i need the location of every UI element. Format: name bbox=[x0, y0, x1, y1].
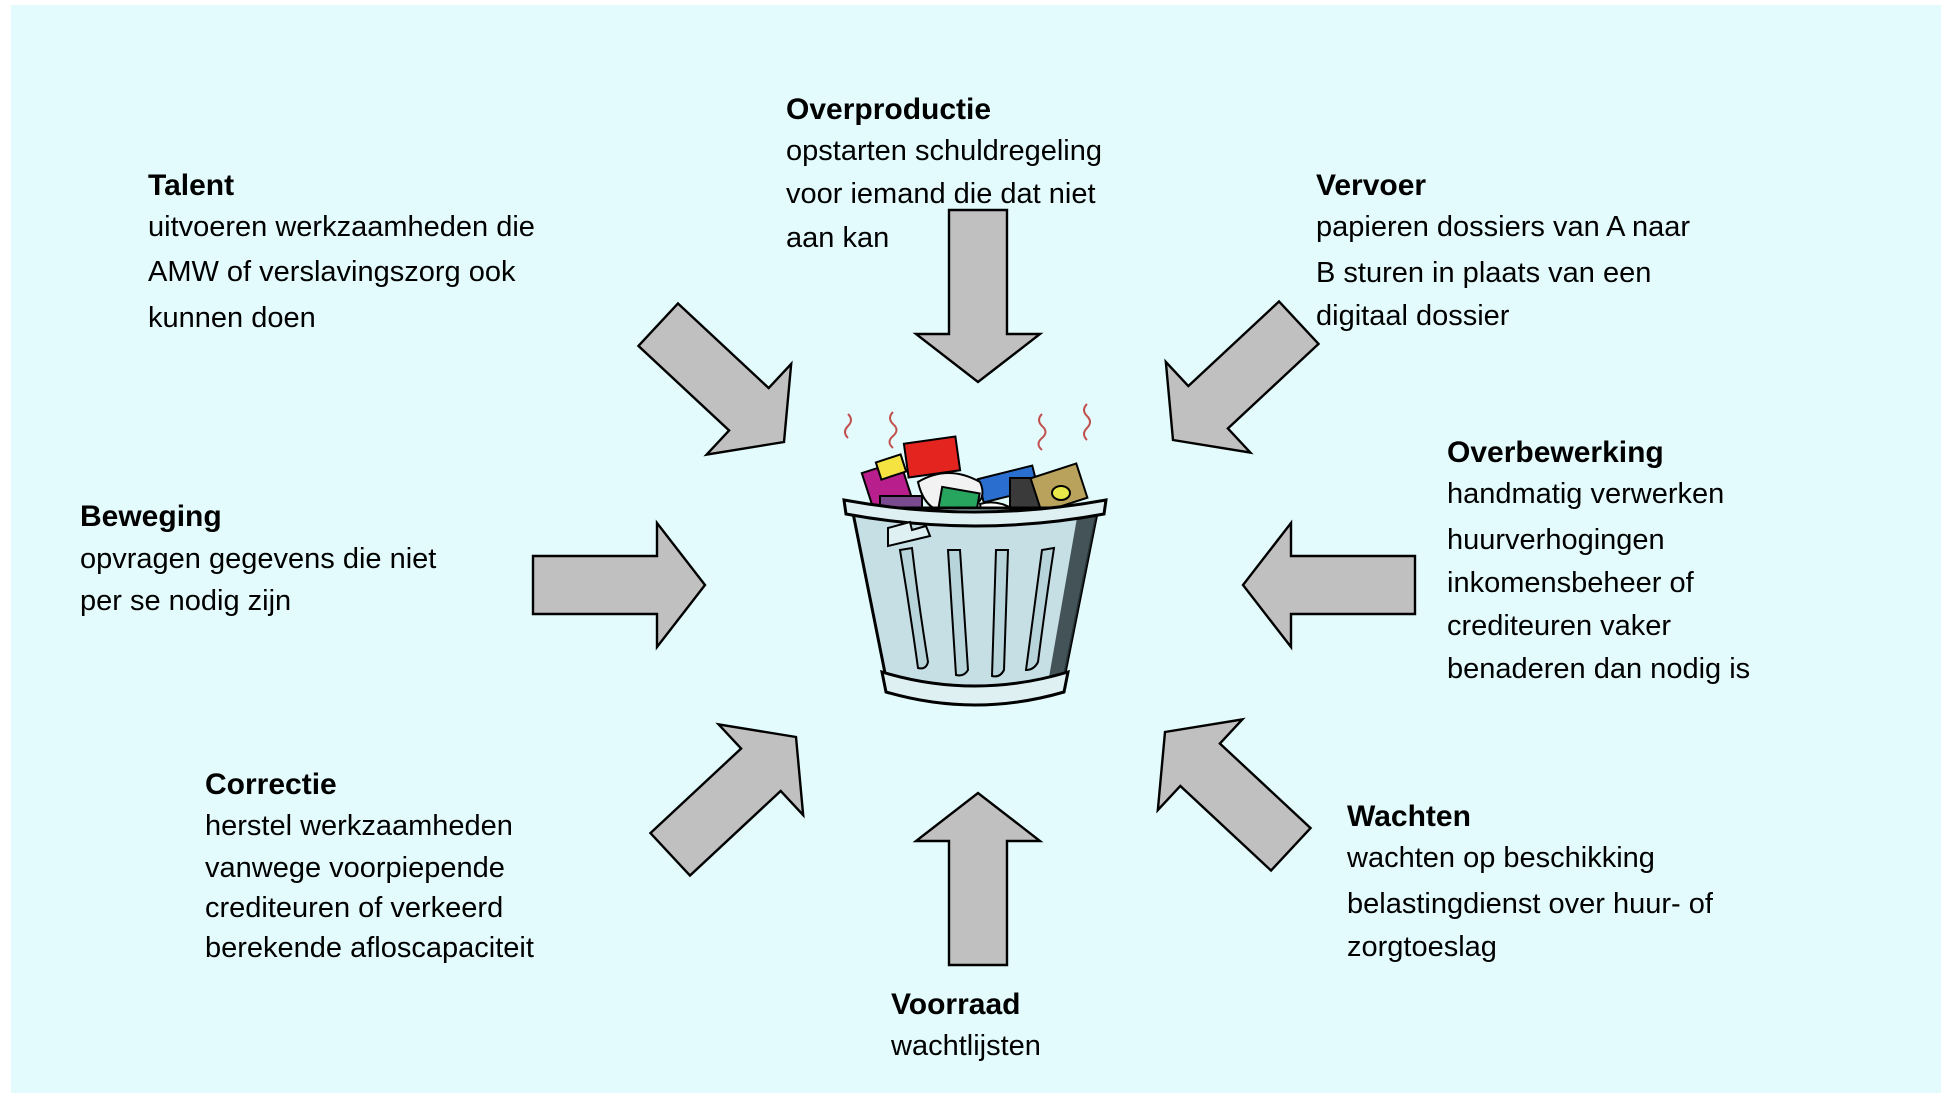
arrow-overbewerking bbox=[1241, 521, 1417, 649]
block-title: Correctie bbox=[205, 768, 337, 801]
block-talent: Talent uitvoeren werkzaamheden die AMW o… bbox=[148, 167, 535, 341]
block-line: AMW of verslavingszorg ook bbox=[148, 256, 516, 288]
block-line: opstarten schuldregeling bbox=[786, 135, 1102, 167]
block-line: zorgtoeslag bbox=[1347, 931, 1497, 963]
block-beweging: Beweging opvragen gegevens die niet per … bbox=[80, 498, 436, 620]
block-line: huurverhogingen bbox=[1447, 524, 1665, 556]
block-line: digitaal dossier bbox=[1316, 300, 1510, 332]
block-line: per se nodig zijn bbox=[80, 585, 292, 617]
block-line: kunnen doen bbox=[148, 302, 316, 334]
block-title: Beweging bbox=[80, 500, 222, 533]
block-title: Talent bbox=[148, 169, 235, 202]
block-title: Vervoer bbox=[1316, 169, 1427, 202]
block-line: aan kan bbox=[786, 222, 890, 254]
arrow-vervoer bbox=[1129, 276, 1343, 487]
arrow-correctie bbox=[626, 690, 840, 901]
block-title: Overbewerking bbox=[1447, 436, 1664, 469]
block-title: Overproductie bbox=[786, 93, 992, 126]
block-line: B sturen in plaats van een bbox=[1316, 257, 1652, 289]
block-correctie: Correctie herstel werkzaamheden vanwege … bbox=[205, 766, 534, 968]
block-line: handmatig verwerken bbox=[1447, 478, 1725, 510]
block-overbewerking: Overbewerking handmatig verwerken huurve… bbox=[1447, 434, 1750, 688]
block-title: Wachten bbox=[1347, 800, 1471, 833]
block-line: voor iemand die dat niet bbox=[786, 178, 1096, 210]
block-wachten: Wachten wachten op beschikking belasting… bbox=[1347, 798, 1713, 966]
block-line: vanwege voorpiepende bbox=[205, 852, 505, 884]
arrow-beweging bbox=[531, 521, 707, 649]
block-line: benaderen dan nodig is bbox=[1447, 653, 1751, 685]
block-line: herstel werkzaamheden bbox=[205, 810, 513, 842]
block-line: wachtlijsten bbox=[891, 1030, 1041, 1062]
block-line: opvragen gegevens die niet bbox=[80, 543, 437, 575]
block-vervoer: Vervoer papieren dossiers van A naar B s… bbox=[1316, 167, 1690, 335]
block-voorraad: Voorraad wachtlijsten bbox=[891, 986, 1041, 1068]
trash-can-icon bbox=[842, 403, 1108, 707]
arrow-voorraad bbox=[914, 791, 1042, 967]
arrow-talent bbox=[614, 278, 828, 489]
block-line: belastingdienst over huur- of bbox=[1347, 888, 1713, 920]
arrow-wachten bbox=[1121, 685, 1335, 896]
block-line: crediteuren vaker bbox=[1447, 610, 1672, 642]
block-line: uitvoeren werkzaamheden die bbox=[148, 211, 535, 243]
block-overproductie: Overproductie opstarten schuldregeling v… bbox=[786, 91, 1102, 261]
block-line: crediteuren of verkeerd bbox=[205, 892, 504, 924]
block-line: berekende afloscapaciteit bbox=[205, 932, 534, 964]
block-line: papieren dossiers van A naar bbox=[1316, 211, 1691, 243]
block-title: Voorraad bbox=[891, 988, 1021, 1021]
block-line: inkomensbeheer of bbox=[1447, 567, 1694, 599]
block-line: wachten op beschikking bbox=[1347, 842, 1655, 874]
